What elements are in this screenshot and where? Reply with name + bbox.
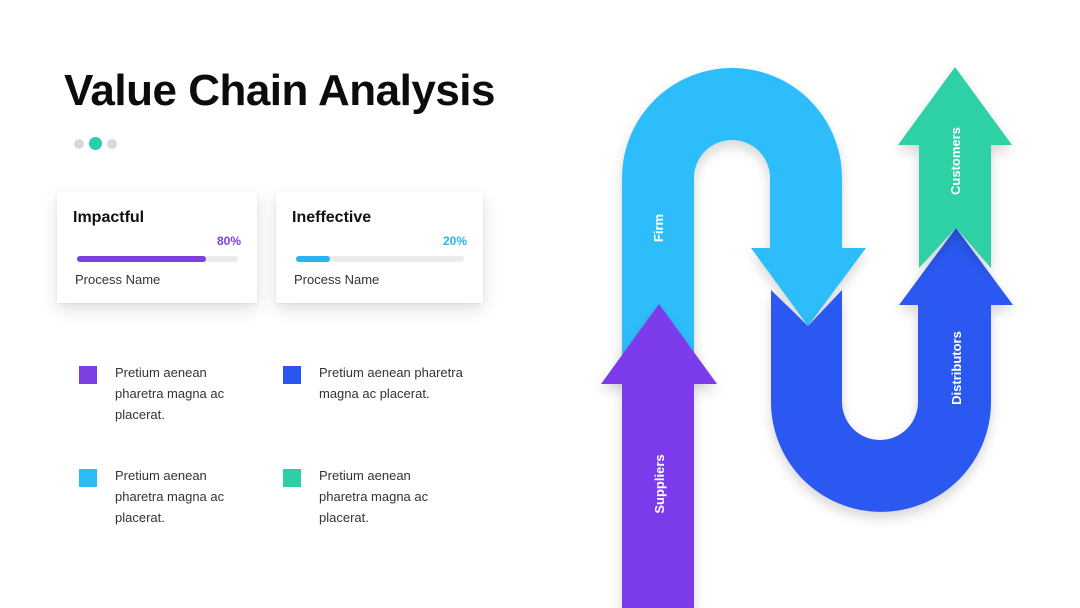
card-percent: 20%	[442, 234, 467, 248]
customers-arrow	[898, 67, 1012, 268]
progress-fill	[77, 256, 206, 262]
pager-dot[interactable]	[107, 138, 117, 149]
card-title: Ineffective	[292, 209, 372, 226]
legend-item: Pretium aenean pharetra magna ac placera…	[283, 465, 443, 528]
legend-text: Pretium aenean pharetra magna ac placera…	[319, 365, 463, 401]
slide-pager	[74, 137, 117, 150]
card-subtitle: Process Name	[294, 272, 380, 287]
legend-item: Pretium aenean pharetra magna ac placera…	[283, 362, 473, 404]
legend-item: Pretium aenean pharetra magna ac placera…	[79, 362, 239, 425]
distributors-label: Distributors	[949, 331, 964, 405]
firm-label: Firm	[651, 214, 666, 242]
card-subtitle: Process Name	[75, 272, 161, 287]
legend-swatch	[283, 366, 301, 384]
progress-fill	[296, 256, 330, 262]
metric-card-ineffective: Ineffective 20% Process Name	[276, 192, 483, 303]
legend-item: Pretium aenean pharetra magna ac placera…	[79, 465, 239, 528]
suppliers-label: Suppliers	[652, 454, 667, 513]
firm-arrow	[622, 68, 866, 380]
legend-text: Pretium aenean pharetra magna ac placera…	[115, 468, 225, 525]
suppliers-arrow	[601, 304, 717, 608]
progress-track	[77, 256, 238, 262]
customers-label: Customers	[948, 127, 963, 195]
legend-text: Pretium aenean pharetra magna ac placera…	[115, 365, 225, 422]
card-percent: 80%	[216, 234, 241, 248]
metric-card-impactful: Impactful 80% Process Name	[57, 192, 257, 303]
legend-swatch	[79, 469, 97, 487]
distributors-arrow	[771, 228, 1013, 512]
page-title: Value Chain Analysis	[64, 66, 496, 115]
pager-dot-active[interactable]	[89, 137, 102, 150]
card-title: Impactful	[73, 209, 145, 226]
progress-track	[296, 256, 464, 262]
legend-text: Pretium aenean pharetra magna ac placera…	[319, 468, 429, 525]
pager-dot[interactable]	[74, 138, 84, 149]
legend-swatch	[283, 469, 301, 487]
legend-swatch	[79, 366, 97, 384]
